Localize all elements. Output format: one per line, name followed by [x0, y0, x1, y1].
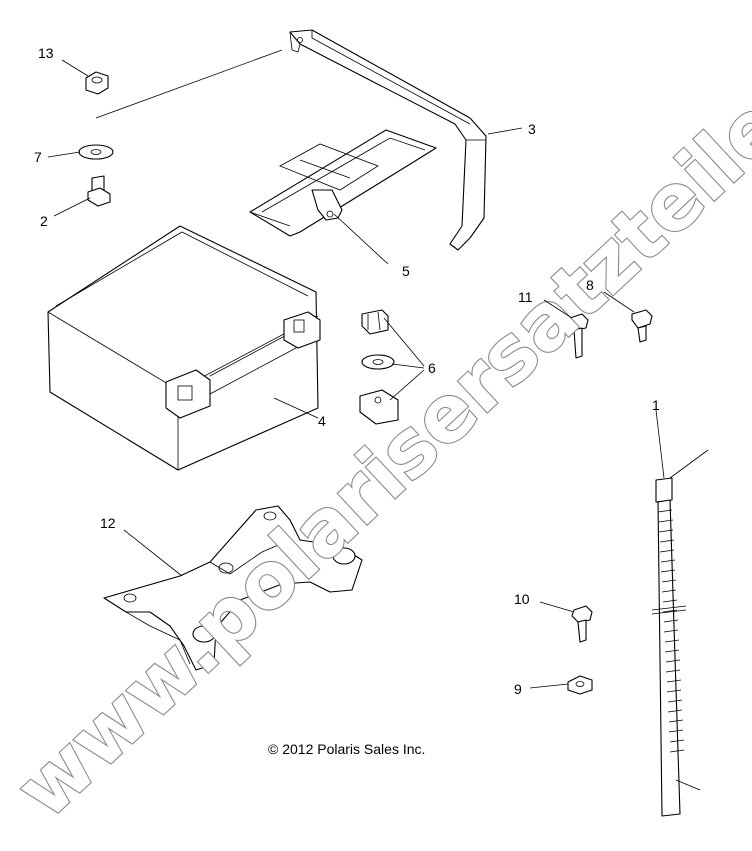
callout-7: 7: [34, 149, 42, 165]
part-8-bolt: [631, 309, 653, 343]
callout-12: 12: [100, 515, 116, 531]
callout-2: 2: [40, 213, 48, 229]
part-4-battery: [47, 225, 321, 471]
copyright-notice: © 2012 Polaris Sales Inc.: [268, 741, 425, 757]
callout-6: 6: [428, 360, 436, 376]
callout-4: 4: [318, 413, 326, 429]
callout-3: 3: [528, 121, 536, 137]
part-3-strap: [289, 29, 487, 251]
callout-5: 5: [402, 263, 410, 279]
part-9-nut: [567, 675, 593, 695]
part-11-bolt: [567, 313, 589, 359]
part-12-bracket: [103, 505, 363, 671]
part-7-washer: [78, 144, 114, 160]
leader-lines: [47, 59, 665, 689]
callout-8: 8: [586, 277, 594, 293]
part-6-hardware: [359, 309, 399, 425]
part-13-nut: [85, 71, 109, 95]
callout-11: 11: [518, 289, 533, 305]
part-1-cable: [651, 449, 709, 817]
callout-1: 1: [652, 397, 660, 413]
part-5-pad: [249, 129, 437, 237]
part-2-bolt: [87, 175, 111, 207]
callout-10: 10: [514, 591, 530, 607]
callout-9: 9: [514, 681, 522, 697]
part-10-bolt: [571, 605, 593, 643]
callout-13: 13: [38, 45, 54, 61]
